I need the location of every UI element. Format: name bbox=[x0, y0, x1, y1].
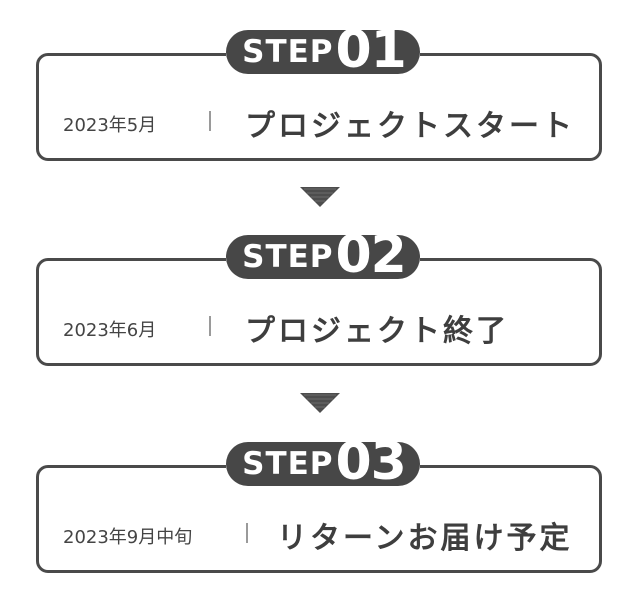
step-03-separator bbox=[246, 523, 248, 543]
step-02-badge-pill: STEP 02 bbox=[226, 229, 420, 281]
step-02-title: プロジェクト終了 bbox=[245, 314, 509, 349]
step-01-separator bbox=[209, 111, 211, 131]
step-03-label: STEP bbox=[242, 445, 334, 482]
step-01-badge-pill: STEP 01 bbox=[226, 24, 420, 76]
step-02-date: 2023年6月 bbox=[63, 320, 157, 341]
step-02-badge: STEP 02 bbox=[226, 229, 420, 282]
step-03-title: リターンお届け予定 bbox=[277, 521, 573, 556]
step-02: 2023年6月 プロジェクト終了 STEP 02 bbox=[0, 205, 640, 375]
step-01-number: 01 bbox=[335, 20, 407, 80]
step-01-title: プロジェクトスタート bbox=[245, 109, 575, 144]
step-01-badge: STEP 01 bbox=[226, 24, 420, 77]
step-03-badge-pill: STEP 03 bbox=[226, 436, 420, 488]
step-03-badge: STEP 03 bbox=[226, 436, 420, 489]
chevron-down-icon bbox=[300, 393, 340, 413]
step-01: 2023年5月 プロジェクトスタート STEP 01 bbox=[0, 0, 640, 170]
step-01-label: STEP bbox=[242, 33, 334, 70]
chevron-down-icon bbox=[300, 187, 340, 207]
step-03-date: 2023年9月中旬 bbox=[63, 527, 193, 548]
step-03: 2023年9月中旬 リターンお届け予定 STEP 03 bbox=[0, 412, 640, 582]
step-02-label: STEP bbox=[242, 238, 334, 275]
step-01-date: 2023年5月 bbox=[63, 115, 157, 136]
step-03-number: 03 bbox=[335, 432, 407, 492]
step-02-number: 02 bbox=[335, 225, 407, 285]
step-02-separator bbox=[209, 316, 211, 336]
